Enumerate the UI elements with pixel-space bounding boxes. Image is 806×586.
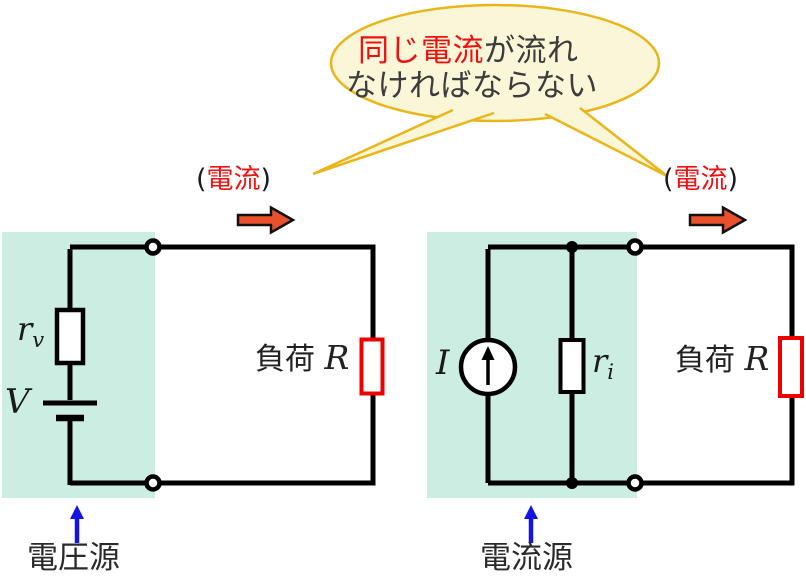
right-terminal-bottom	[626, 474, 644, 492]
ri-symbol: r	[592, 342, 608, 380]
rv-subscript: v	[32, 328, 45, 352]
voltage-source-name: 電圧源	[27, 540, 120, 576]
speech-bubble-shape	[312, 3, 668, 178]
paren-close: )	[260, 164, 272, 195]
right-load-resistor	[778, 336, 804, 398]
load-symbol: R	[324, 338, 350, 377]
current-direction-arrow-right-icon	[688, 205, 748, 235]
left-load-resistor	[359, 337, 385, 396]
voltage-symbol-label: V	[5, 382, 30, 422]
paren-open: (	[663, 164, 674, 195]
junction-dot-top	[566, 241, 578, 253]
ri-label: ri	[592, 345, 614, 383]
voltage-source-pointer-icon	[70, 505, 84, 543]
current-source-pointer-icon	[524, 505, 538, 543]
left-terminal-bottom	[144, 474, 162, 492]
load-symbol: R	[744, 339, 770, 378]
current-source-symbol	[458, 337, 518, 397]
paren-close: )	[727, 164, 739, 195]
junction-dot-bottom	[566, 477, 578, 489]
internal-resistor-ri	[558, 338, 586, 394]
current-flow-label-right: (電流)	[663, 166, 738, 193]
rv-label: rv	[17, 313, 44, 351]
current-word: 電流	[673, 164, 728, 195]
left-terminal-top	[144, 238, 162, 256]
internal-resistor-rv	[54, 307, 86, 366]
right-terminal-top	[626, 238, 644, 256]
current-source-arrow-head	[481, 346, 495, 360]
speech-bubble-tail-right	[544, 107, 668, 178]
current-source-name: 電流源	[480, 540, 573, 576]
bubble-text-line1: 同じ電流が流れ	[358, 25, 579, 70]
bubble-highlight-text: 同じ電流	[358, 33, 484, 69]
speech-bubble-body	[329, 3, 661, 123]
current-flow-label-left: (電流)	[196, 166, 271, 193]
bubble-text-line2: なければならない	[346, 68, 598, 104]
current-word: 電流	[206, 164, 261, 195]
speech-bubble-tail-left	[312, 108, 495, 176]
bubble-line1-rest: が流れ	[484, 33, 579, 69]
load-word: 負荷	[255, 342, 315, 377]
right-load-label: 負荷 R	[675, 342, 769, 376]
rv-symbol: r	[17, 310, 33, 348]
paren-open: (	[196, 164, 207, 195]
current-direction-arrow-left-icon	[236, 205, 296, 235]
left-load-label: 負荷 R	[255, 341, 349, 375]
battery-symbol	[43, 400, 97, 422]
load-word: 負荷	[675, 343, 735, 378]
ri-subscript: i	[607, 360, 615, 384]
current-symbol-label: I	[436, 343, 450, 383]
